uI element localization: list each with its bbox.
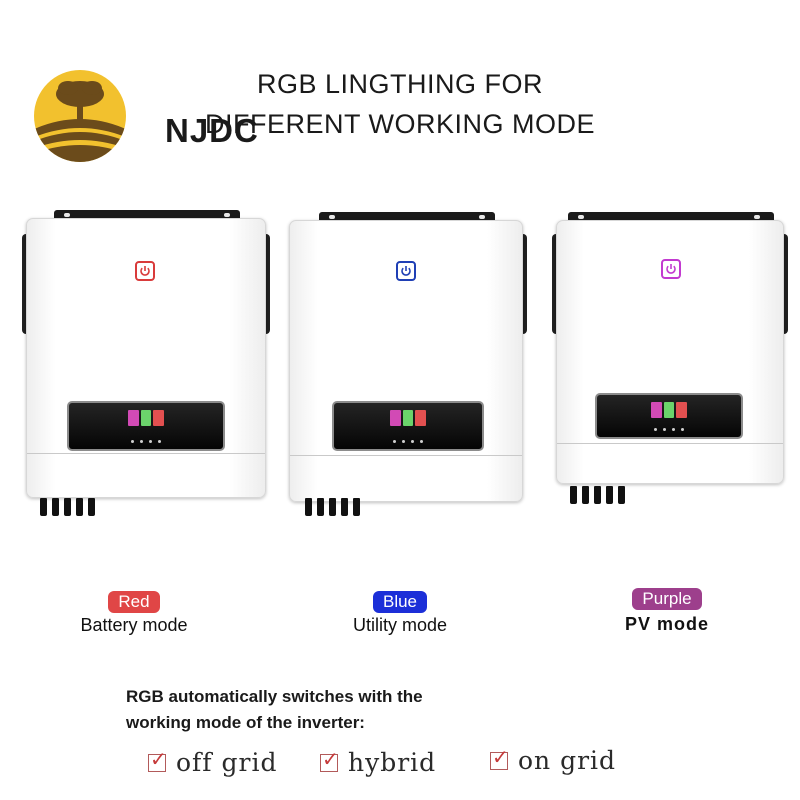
inverter-purple xyxy=(552,210,788,510)
title-line-1: RGB LINGTHING FOR xyxy=(256,69,543,99)
lcd-display-panel xyxy=(332,401,484,451)
power-icon xyxy=(135,261,155,281)
inverter-red xyxy=(22,210,270,520)
power-icon xyxy=(396,261,416,281)
mode-label-blue: Blue Utility mode xyxy=(300,591,500,636)
tree-on-hill-logo-icon xyxy=(32,68,128,164)
mode-text-utility: Utility mode xyxy=(352,615,448,635)
cable-connectors xyxy=(570,486,625,504)
color-badge-blue: Blue xyxy=(372,591,428,613)
inverter-body xyxy=(556,220,784,484)
mode-label-purple: Purple PV mode xyxy=(567,588,767,635)
inverter-body xyxy=(26,218,266,498)
check-off-grid: off grid xyxy=(148,747,278,777)
check-label: hybrid xyxy=(348,748,437,777)
rgb-note: RGB automatically switches with the work… xyxy=(126,684,423,736)
inverter-blue xyxy=(287,210,527,520)
checkbox-checked-icon xyxy=(490,745,510,770)
color-badge-purple: Purple xyxy=(632,588,702,610)
power-icon xyxy=(661,259,681,279)
title-line-2: DIFFERENT WORKING MODE xyxy=(204,109,595,139)
mode-text-pv: PV mode xyxy=(624,614,710,634)
cable-connectors xyxy=(40,498,95,516)
note-line-1: RGB automatically switches with the xyxy=(126,687,423,706)
inverter-body xyxy=(289,220,523,502)
lcd-display-panel xyxy=(67,401,225,451)
check-on-grid: on grid xyxy=(490,745,617,775)
check-label: off grid xyxy=(176,748,278,777)
color-badge-red: Red xyxy=(108,591,160,613)
cable-connectors xyxy=(305,498,360,516)
side-handle xyxy=(519,234,527,334)
brand-name: NJDC xyxy=(165,112,259,149)
note-line-2: working mode of the inverter: xyxy=(126,713,365,732)
grid-type-checks: off grid hybrid on grid xyxy=(0,744,800,784)
side-handle xyxy=(780,234,788,334)
mode-label-red: Red Battery mode xyxy=(34,591,234,636)
checkbox-checked-icon xyxy=(148,747,168,772)
lcd-display-panel xyxy=(595,393,743,439)
mode-text-battery: Battery mode xyxy=(80,615,188,635)
checkbox-checked-icon xyxy=(320,747,340,772)
page-title: RGB LINGTHING FOR DIFFERENT WORKING MODE xyxy=(180,64,620,144)
check-hybrid: hybrid xyxy=(320,747,437,777)
side-handle xyxy=(262,234,270,334)
check-label: on grid xyxy=(518,746,617,775)
